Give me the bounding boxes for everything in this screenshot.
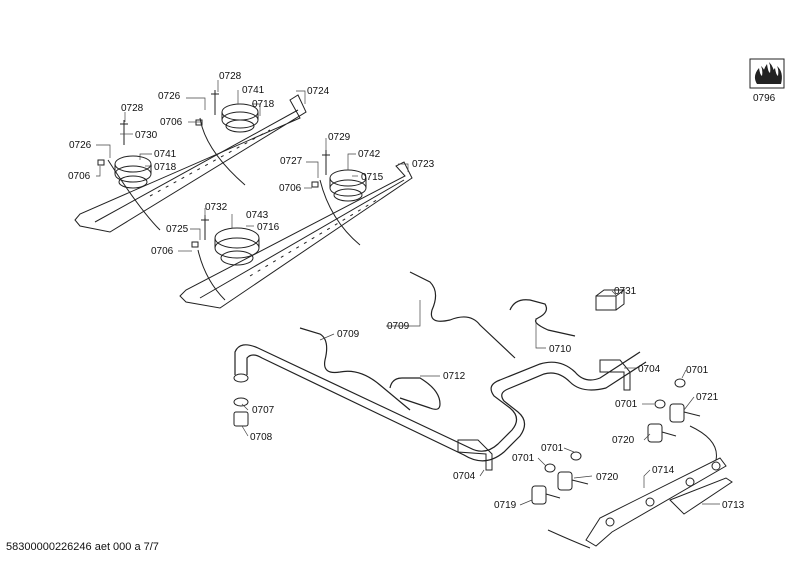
gas-valve-0720-right bbox=[647, 423, 677, 443]
igniter-block-0731 bbox=[595, 289, 626, 311]
label-0701: 0701 bbox=[686, 365, 709, 376]
label-0708: 0708 bbox=[250, 432, 273, 443]
burner-0718-left bbox=[114, 155, 152, 189]
label-0720: 0720 bbox=[596, 472, 619, 483]
label-0707: 0707 bbox=[252, 405, 275, 416]
burner-0718-upper bbox=[221, 103, 259, 133]
label-0704: 0704 bbox=[638, 364, 661, 375]
label-0701: 0701 bbox=[541, 443, 564, 454]
label-0713: 0713 bbox=[722, 500, 745, 511]
label-0704: 0704 bbox=[453, 471, 476, 482]
label-0706: 0706 bbox=[151, 246, 174, 257]
gas-tube-0710 bbox=[509, 299, 576, 337]
label-0709: 0709 bbox=[387, 321, 410, 332]
label-0742: 0742 bbox=[358, 149, 381, 160]
label-0706: 0706 bbox=[279, 183, 302, 194]
label-0731: 0731 bbox=[614, 286, 637, 297]
label-0741: 0741 bbox=[154, 149, 177, 160]
label-0716: 0716 bbox=[257, 222, 280, 233]
label-0721: 0721 bbox=[696, 392, 719, 403]
label-0732: 0732 bbox=[205, 202, 228, 213]
bracket-0704 bbox=[457, 359, 631, 471]
label-0718: 0718 bbox=[154, 162, 177, 173]
leader-lines bbox=[96, 80, 720, 506]
gas-valve-0721 bbox=[669, 403, 701, 423]
flame-icon bbox=[749, 58, 785, 89]
label-0728: 0728 bbox=[219, 71, 242, 82]
label-0706: 0706 bbox=[160, 117, 183, 128]
burner-rail-0723 bbox=[179, 161, 413, 309]
valve-rail-0714 bbox=[585, 457, 727, 547]
label-0724: 0724 bbox=[307, 86, 330, 97]
flame-shape-left bbox=[754, 66, 766, 84]
label-0712: 0712 bbox=[443, 371, 466, 382]
label-0710: 0710 bbox=[549, 344, 572, 355]
gas-valve-0720-left bbox=[557, 471, 589, 491]
label-0729: 0729 bbox=[328, 132, 351, 143]
label-0709: 0709 bbox=[337, 329, 360, 340]
gas-tube-0709 bbox=[299, 271, 516, 411]
label-0723: 0723 bbox=[412, 159, 435, 170]
gas-manifold-pipe bbox=[233, 344, 647, 462]
gas-tube-0712 bbox=[389, 377, 441, 410]
label-0715: 0715 bbox=[361, 172, 384, 183]
label-0701: 0701 bbox=[615, 399, 638, 410]
label-0796: 0796 bbox=[753, 93, 776, 104]
bracket-0713 bbox=[669, 477, 733, 515]
nuts-0701 bbox=[544, 378, 686, 473]
flame-shape-right bbox=[770, 66, 782, 84]
document-footer: 58300000226246 aet 000 a 7/7 bbox=[6, 541, 159, 553]
burner-rail-0724 bbox=[74, 94, 307, 233]
label-0719: 0719 bbox=[494, 500, 517, 511]
label-0728: 0728 bbox=[121, 103, 144, 114]
label-0720: 0720 bbox=[612, 435, 635, 446]
gas-valve-0719 bbox=[531, 485, 561, 505]
electrical-wire bbox=[547, 425, 717, 549]
ignition-electrodes bbox=[97, 90, 361, 301]
label-0730: 0730 bbox=[135, 130, 158, 141]
label-0743: 0743 bbox=[246, 210, 269, 221]
label-0718: 0718 bbox=[252, 99, 275, 110]
part-labels: 0728 0726 0741 0724 0718 0706 0728 0730 … bbox=[68, 71, 776, 511]
label-0727: 0727 bbox=[280, 156, 303, 167]
label-0726: 0726 bbox=[69, 140, 92, 151]
label-0714: 0714 bbox=[652, 465, 675, 476]
label-0701: 0701 bbox=[512, 453, 535, 464]
label-0741: 0741 bbox=[242, 85, 265, 96]
label-0726: 0726 bbox=[158, 91, 181, 102]
label-0725: 0725 bbox=[166, 224, 189, 235]
burner-0716 bbox=[214, 227, 260, 266]
label-0706: 0706 bbox=[68, 171, 91, 182]
